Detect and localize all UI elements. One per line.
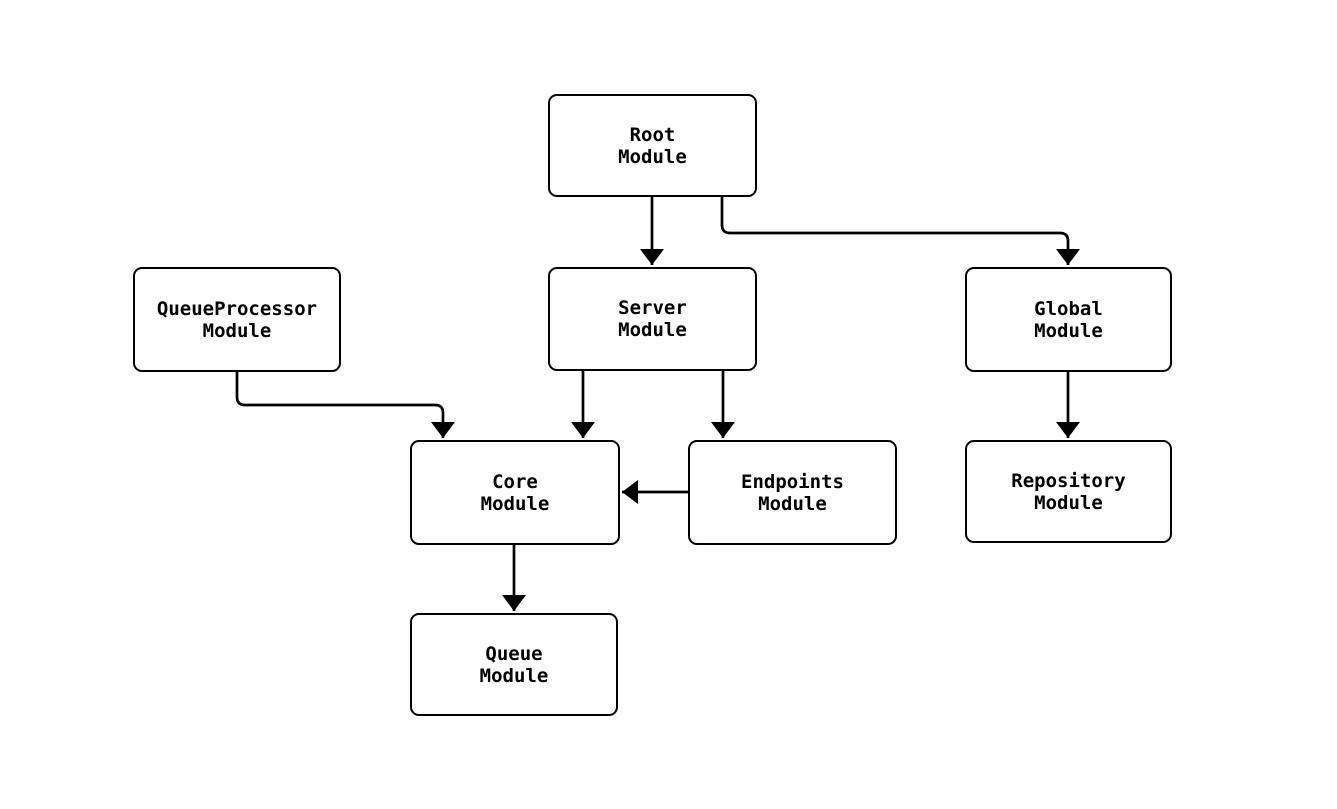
node-endpoints-label-line: Module [758, 492, 827, 515]
node-endpoints-label-line: Endpoints [741, 470, 844, 493]
node-repository-label-line: Repository [1011, 469, 1126, 492]
node-server-label-line: Module [618, 319, 687, 341]
node-queue-label-line: Queue [485, 642, 543, 665]
node-global-label-line: Global [1034, 297, 1103, 320]
node-queueprocessor-label-line: QueueProcessor [156, 297, 318, 320]
node-core-label-line: Module [480, 492, 550, 515]
node-repository-label-line: Module [1034, 491, 1103, 514]
node-server-label-line: Server [618, 297, 687, 319]
node-queue-label-line: Module [479, 664, 549, 687]
node-global-label-line: Module [1034, 319, 1103, 342]
node-core-label-line: Core [492, 470, 538, 493]
node-root-label-line: Module [618, 145, 687, 168]
edge-queueprocessor-to-core [235, 372, 455, 438]
edge-root-to-global [720, 197, 1080, 265]
node-root-label-line: Root [629, 123, 676, 146]
node-queueprocessor-label-line: Module [202, 319, 272, 342]
